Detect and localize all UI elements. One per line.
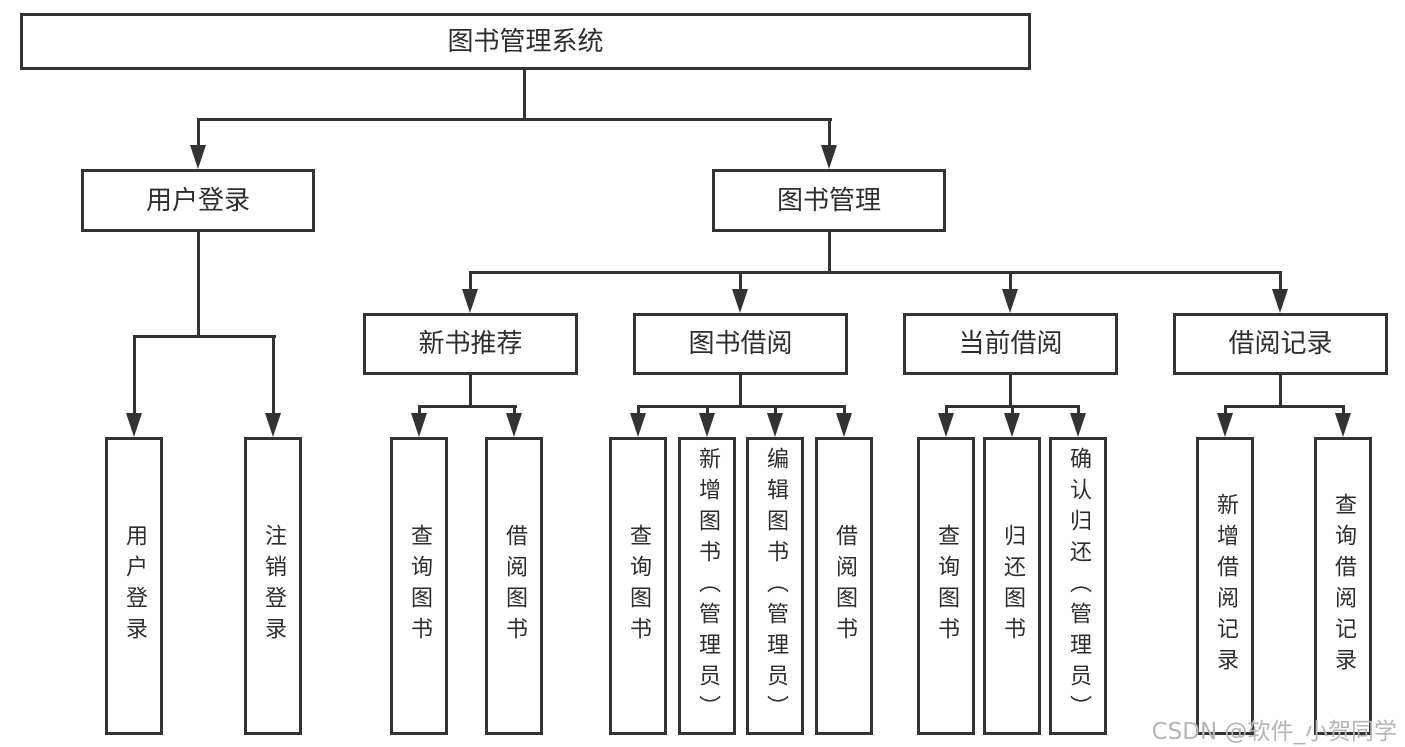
node-label: 查询借阅记录 (1331, 493, 1356, 679)
node-label: 归还图书 (1000, 524, 1025, 648)
node-confirm-return-admin: 确认归还（管理员） (1049, 437, 1107, 735)
node-label: 查询图书 (626, 524, 651, 648)
arrow-down (630, 413, 646, 437)
connector-line (1342, 408, 1345, 414)
node-label: 新书推荐 (418, 329, 523, 359)
connector-line (843, 408, 846, 414)
node-label: 查询图书 (407, 524, 432, 648)
node-user-login: 用户登录 (81, 169, 315, 232)
connector-line (706, 408, 709, 414)
connector-line (469, 271, 1282, 274)
connector-line (133, 338, 136, 414)
node-label: 新增图书（管理员） (695, 446, 720, 726)
connector-line (1077, 408, 1080, 414)
node-label: 图书管理 (776, 185, 881, 216)
arrow-down (732, 289, 748, 313)
node-new-book-recommend: 新书推荐 (363, 313, 578, 375)
connector-line (945, 408, 948, 414)
connector-line (272, 338, 275, 414)
arrow-down (699, 413, 715, 437)
node-edit-books-admin: 编辑图书（管理员） (746, 437, 804, 735)
node-book-management: 图书管理 (712, 169, 946, 232)
node-label: 新增借阅记录 (1213, 493, 1238, 679)
connector-line (523, 70, 526, 118)
connector-line (197, 121, 200, 148)
node-user-login-leaf: 用户登录 (105, 437, 163, 735)
arrow-down (411, 413, 427, 437)
connector-line (418, 408, 421, 414)
arrow-down (506, 413, 522, 437)
connector-line (469, 375, 472, 405)
node-label: 借阅图书 (832, 524, 857, 648)
connector-line (945, 405, 1080, 408)
node-label: 当前借阅 (958, 329, 1063, 359)
arrow-down (767, 413, 783, 437)
node-borrow-books: 借阅图书 (815, 437, 873, 735)
node-label: 确认归还（管理员） (1066, 446, 1091, 726)
node-label: 图书借阅 (688, 329, 793, 359)
node-current-borrowing: 当前借阅 (903, 313, 1118, 375)
node-label: 用户登录 (122, 524, 147, 648)
node-return-books: 归还图书 (983, 437, 1041, 735)
connector-line (197, 118, 832, 121)
arrow-down (938, 413, 954, 437)
connector-line (828, 232, 831, 271)
connector-line (1279, 375, 1282, 405)
connector-line (133, 335, 276, 338)
node-add-books-admin: 新增图书（管理员） (678, 437, 736, 735)
node-label: 编辑图书（管理员） (763, 446, 788, 726)
node-library-management-system: 图书管理系统 (20, 13, 1031, 70)
connector-line (739, 375, 742, 405)
arrow-down (1217, 413, 1233, 437)
node-label: 注销登录 (261, 524, 286, 648)
node-borrow-books-recommend: 借阅图书 (485, 437, 543, 735)
node-label: 图书管理系统 (447, 26, 604, 57)
node-query-borrow-record: 查询借阅记录 (1314, 437, 1372, 735)
connector-line (1009, 274, 1012, 290)
node-add-borrow-record: 新增借阅记录 (1196, 437, 1254, 735)
connector-line (1224, 405, 1345, 408)
arrow-down (126, 413, 142, 437)
csdn-watermark: CSDN @软件_小贺同学 (1151, 719, 1397, 745)
node-query-books-current: 查询图书 (917, 437, 975, 735)
node-label: 用户登录 (145, 185, 250, 216)
connector-line (513, 408, 516, 414)
arrow-down (836, 413, 852, 437)
connector-line (1224, 408, 1227, 414)
arrow-down (462, 289, 478, 313)
connector-line (1009, 375, 1012, 405)
node-query-books-recommend: 查询图书 (390, 437, 448, 735)
arrow-down (821, 145, 837, 169)
node-borrowing-records: 借阅记录 (1173, 313, 1388, 375)
connector-line (1011, 408, 1014, 414)
node-query-books-borrow: 查询图书 (609, 437, 667, 735)
arrow-down (1002, 289, 1018, 313)
connector-line (739, 274, 742, 290)
connector-line (774, 408, 777, 414)
node-logout: 注销登录 (244, 437, 302, 735)
connector-line (469, 274, 472, 290)
connector-line (828, 121, 831, 148)
connector-line (637, 405, 846, 408)
arrow-down (190, 145, 206, 169)
node-label: 借阅记录 (1228, 329, 1333, 359)
connector-line (637, 408, 640, 414)
arrow-down (1004, 413, 1020, 437)
arrow-down (1070, 413, 1086, 437)
node-book-borrowing: 图书借阅 (633, 313, 848, 375)
connector-line (197, 232, 200, 335)
arrow-down (1335, 413, 1351, 437)
arrow-down (265, 413, 281, 437)
connector-line (1279, 274, 1282, 290)
connector-line (418, 405, 517, 408)
node-label: 借阅图书 (502, 524, 527, 648)
arrow-down (1272, 289, 1288, 313)
node-label: 查询图书 (934, 524, 959, 648)
